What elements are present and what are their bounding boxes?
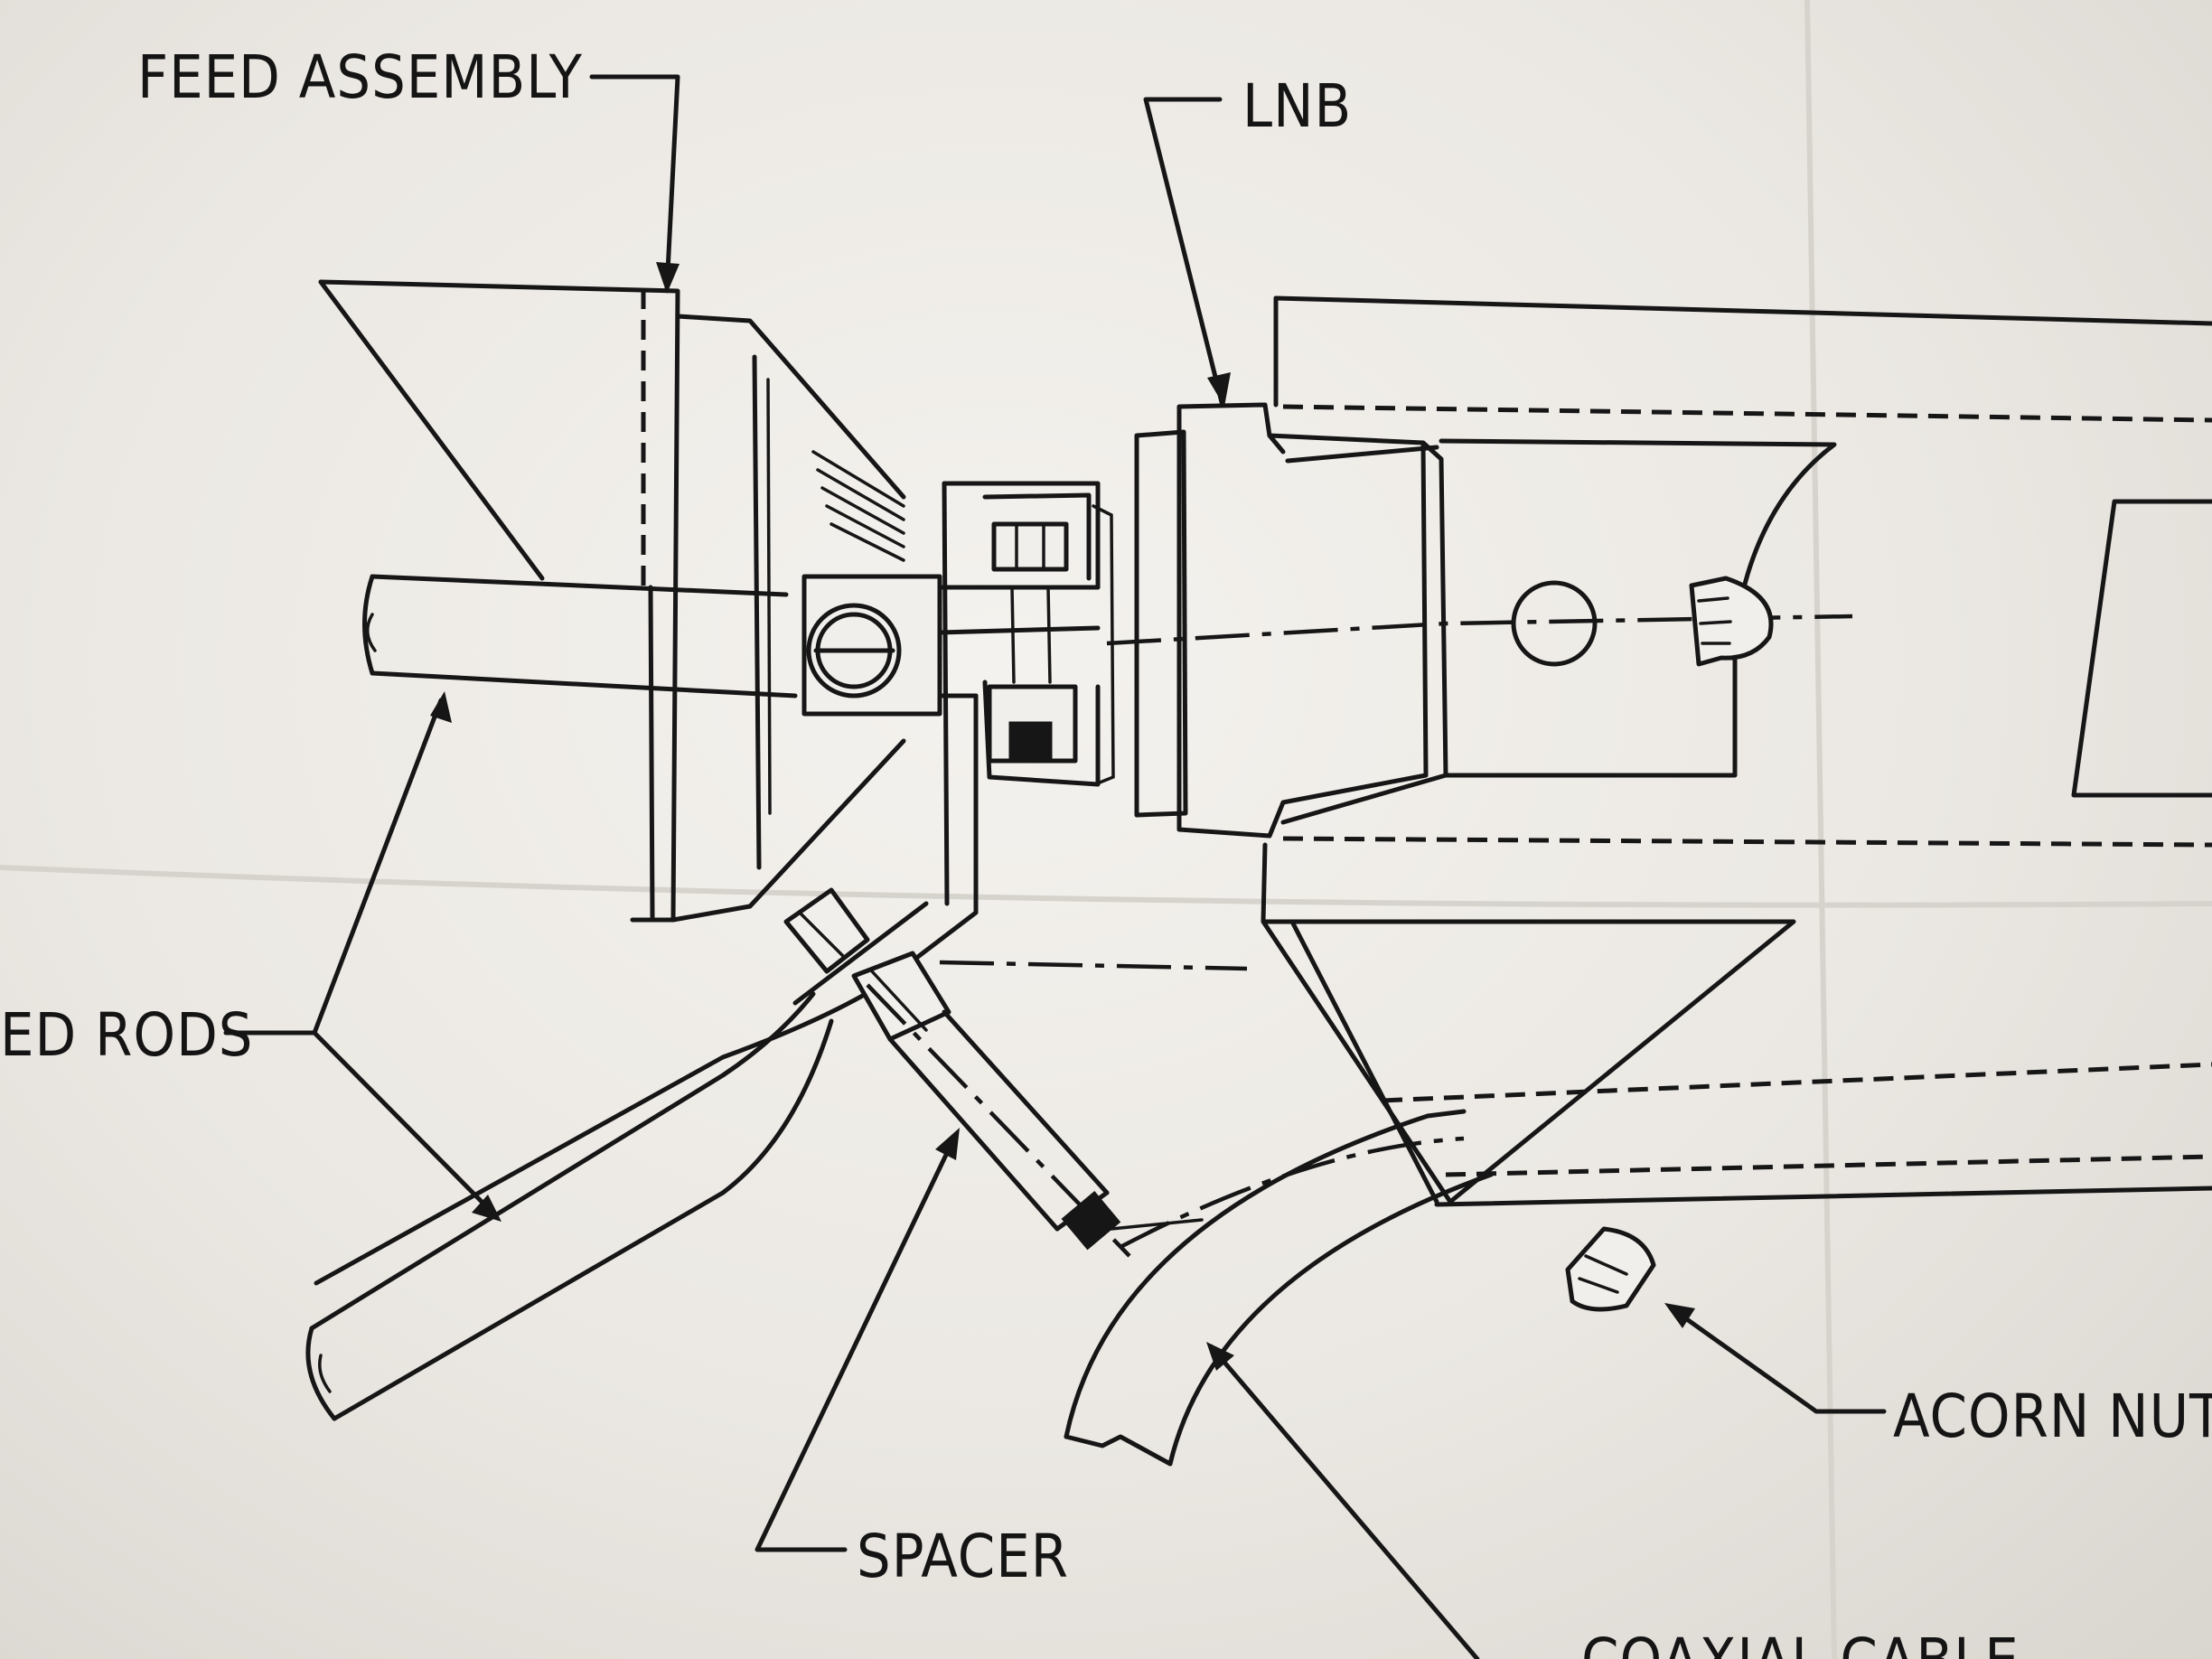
coaxial-cable (1064, 1109, 1494, 1467)
acorn-nut-lower (1565, 1226, 1656, 1312)
label-spacer: SPACER (857, 1522, 1069, 1591)
spacer-bolt (783, 887, 1248, 1258)
label-feed-rods: ED RODS (0, 1000, 254, 1070)
feed-horn (318, 279, 906, 923)
acorn-nut-upper (1689, 576, 1774, 667)
feed-rod-lower (305, 991, 834, 1421)
clamp-block (801, 574, 1101, 717)
lnb-body (1106, 402, 1853, 839)
paper-fold (0, 865, 2212, 908)
feed-support-arm (1261, 295, 2212, 1207)
leader-lines (223, 74, 1887, 1659)
label-lnb: LNB (1242, 71, 1352, 141)
feed-rod-upper (362, 574, 798, 698)
paper-fold (1804, 0, 1837, 1659)
mounting-hole (1511, 580, 1598, 667)
label-acorn-nut: ACORN NUT ( (1893, 1382, 2212, 1451)
label-feed-assembly: FEED ASSEMBLY (137, 42, 583, 112)
label-coaxial-cable: COAXIAL CABLE (1581, 1626, 2020, 1659)
